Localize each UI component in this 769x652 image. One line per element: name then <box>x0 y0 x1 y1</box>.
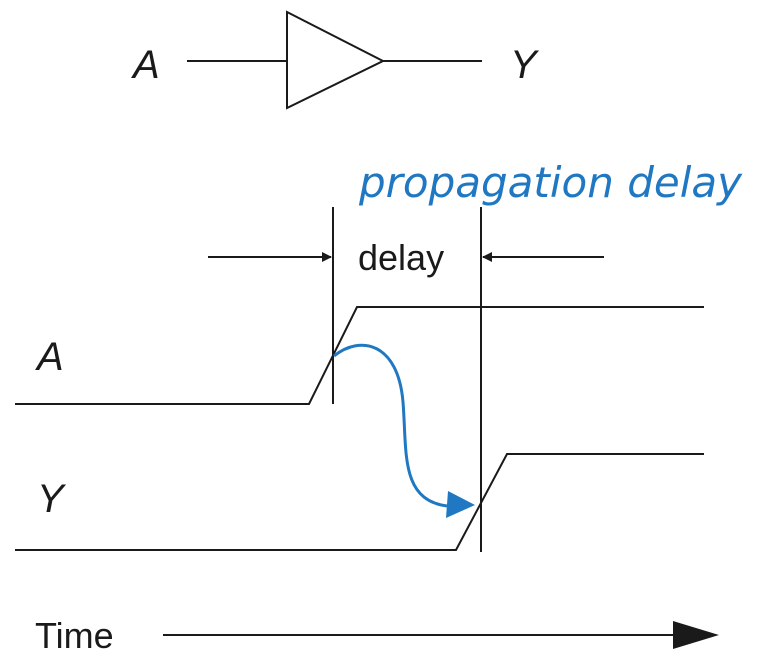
buffer-input-label: A <box>131 43 160 87</box>
time-axis: Time <box>35 615 719 652</box>
signal-y: Y <box>15 453 704 551</box>
delay-label: delay <box>358 237 444 278</box>
buffer-output-label: Y <box>510 43 540 87</box>
time-arrow-head-icon <box>673 621 719 649</box>
causality-arrow-curve <box>333 343 448 508</box>
signal-y-label: Y <box>37 477 67 521</box>
delay-indicator: delay <box>208 207 604 552</box>
causality-arrow-head-icon <box>446 491 475 518</box>
buffer-triangle-icon <box>286 10 386 110</box>
time-label: Time <box>35 615 114 652</box>
propagation-delay-annotation: propagation delay <box>358 158 743 207</box>
buffer-gate: A Y <box>131 10 540 110</box>
signal-a: A <box>15 306 704 405</box>
signal-a-label: A <box>35 335 64 379</box>
signal-y-waveform <box>15 453 704 551</box>
causality-arrow <box>333 343 475 518</box>
signal-a-waveform <box>15 306 704 405</box>
